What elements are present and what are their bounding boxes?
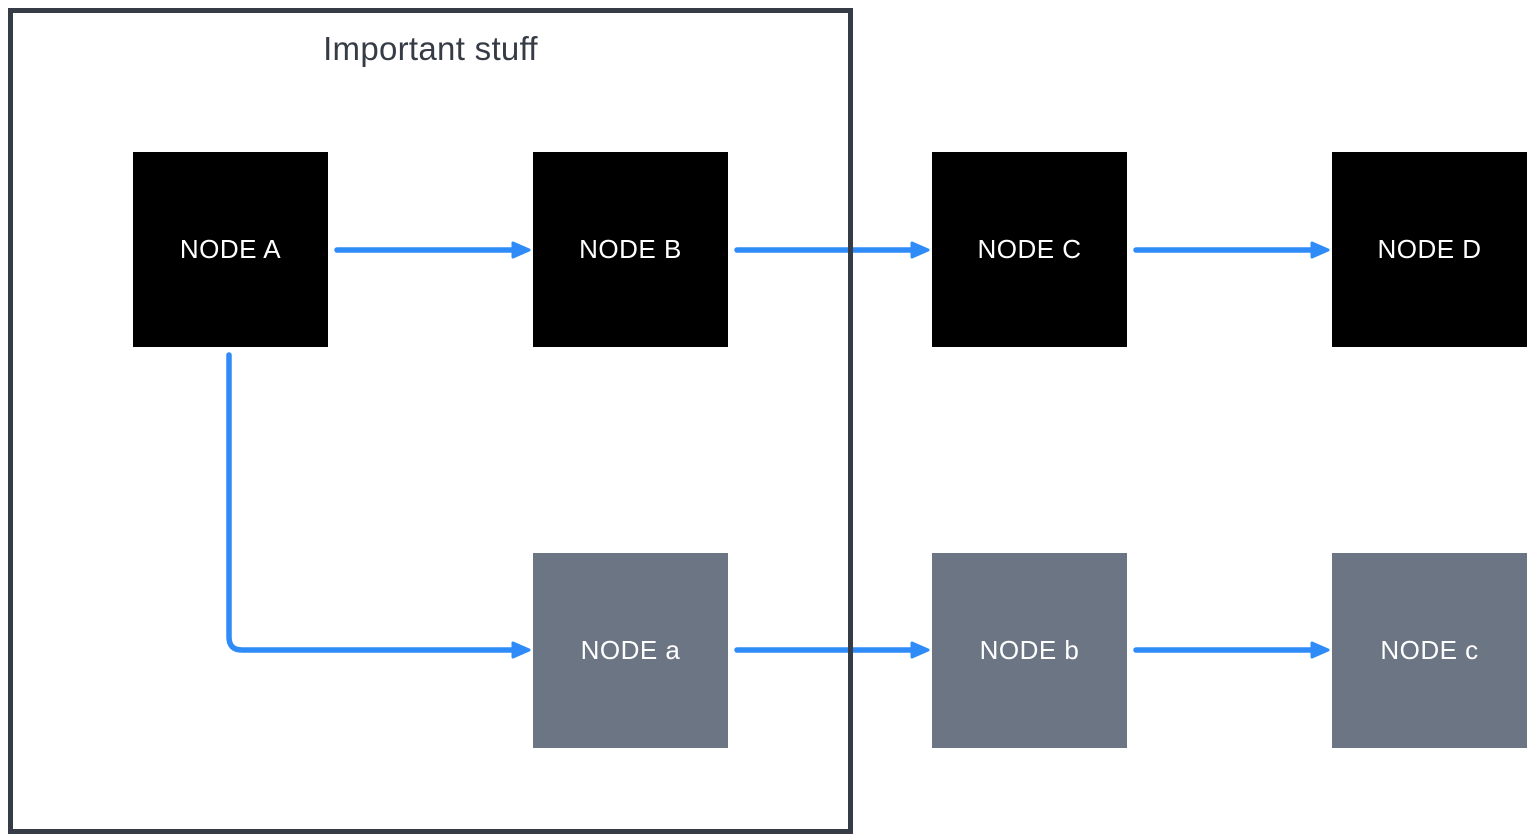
node-a-upper[interactable]: NODE A [133,152,328,347]
node-label: NODE B [579,234,682,264]
node-label: NODE c [1380,635,1479,665]
node-label: NODE C [977,234,1082,264]
edge-nodeA-to-node-a[interactable] [226,352,531,659]
node-label: NODE a [580,635,681,665]
node-label: NODE D [1377,234,1482,264]
node-a-lower[interactable]: NODE a [533,553,728,748]
node-b-lower[interactable]: NODE b [932,553,1127,748]
node-label: NODE b [979,635,1080,665]
node-c-upper[interactable]: NODE C [932,152,1127,347]
node-label: NODE A [179,234,282,264]
node-b-upper[interactable]: NODE B [533,152,728,347]
node-c-lower[interactable]: NODE c [1332,553,1527,748]
node-d-upper[interactable]: NODE D [1332,152,1527,347]
